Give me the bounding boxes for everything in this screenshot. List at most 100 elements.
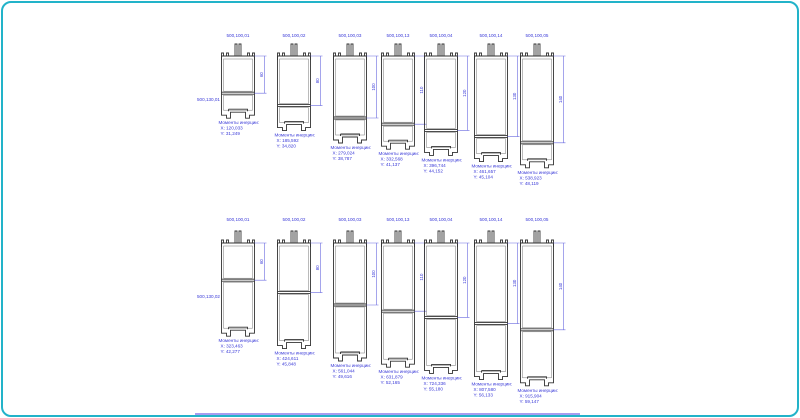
profile-foot-channel (284, 339, 304, 342)
dimension-line (507, 55, 520, 137)
profile-body (277, 242, 311, 350)
inertia-y: Y: 52,165 (381, 380, 401, 385)
profile-body (474, 55, 508, 163)
dimension-line (310, 242, 323, 293)
profile-divider (333, 303, 367, 307)
profile-lower-chamber (426, 132, 456, 148)
profile-stem (394, 43, 402, 56)
profile-divider (474, 322, 508, 326)
inertia-label: Моменты инерции: (219, 120, 260, 125)
profile-body (333, 242, 367, 362)
profile-stem (437, 230, 445, 243)
dimension-value: 130 (512, 92, 517, 100)
profile-code: 500,100,04 (430, 33, 453, 38)
profile-body (424, 55, 458, 156)
profile-lower-chamber (476, 138, 506, 154)
profile-divider (520, 328, 554, 332)
profile-foot-channel (284, 121, 304, 124)
dimension-line (507, 242, 520, 324)
profile-inner-chamber (522, 58, 552, 142)
inertia-y: Y: 38,787 (333, 156, 353, 161)
inertia-x: X: 120,033 (221, 126, 244, 131)
inertia-x: X: 461,657 (474, 169, 497, 174)
profile-code: 500,100,01 (227, 33, 250, 38)
profile-stem (234, 230, 242, 243)
dimension-line (366, 55, 379, 119)
profile-foot-channel (481, 152, 501, 155)
profile-stem (533, 43, 541, 56)
profile-foot-channel (527, 158, 547, 161)
profile-lower-chamber (223, 94, 253, 111)
dimension-value: 80 (315, 265, 320, 270)
base-profile-code: 500,130,01 (197, 97, 220, 102)
dimension-line (553, 55, 566, 144)
inertia-y: Y: 59,147 (520, 399, 540, 404)
profile-foot-channel (527, 376, 547, 379)
inertia-x: X: 279,024 (333, 151, 356, 156)
dimension-line (457, 242, 470, 318)
profile-inner-chamber (426, 58, 456, 129)
inertia-label: Моменты инерции: (379, 369, 420, 374)
profile-inner-chamber (476, 58, 506, 135)
inertia-x: X: 185,592 (277, 138, 300, 143)
inertia-y: Y: 56,133 (474, 393, 494, 398)
profile-body (520, 55, 554, 169)
inertia-x: X: 396,744 (424, 163, 447, 168)
inertia-x: X: 915,904 (520, 393, 543, 398)
profile-stem (487, 230, 495, 243)
inertia-y: Y: 45,104 (474, 175, 494, 180)
profile-lower-chamber (383, 312, 413, 360)
inertia-label: Моменты инерции: (472, 382, 513, 387)
profile-code: 500,100,13 (387, 217, 410, 222)
dimension-line (553, 242, 566, 331)
profile-code: 500,100,14 (480, 33, 503, 38)
profile-stem (346, 43, 354, 56)
inertia-x: X: 807,580 (474, 387, 497, 392)
profile-body (333, 55, 367, 144)
inertia-label: Моменты инерции: (379, 151, 420, 156)
profile-code: 500,100,05 (526, 33, 549, 38)
profile-divider (381, 309, 415, 313)
profile-inner-chamber (223, 245, 253, 279)
dimension-value: 110 (419, 273, 424, 281)
profile-stem (437, 43, 445, 56)
inertia-x: X: 424,611 (277, 356, 299, 361)
inertia-label: Моменты инерции: (422, 375, 463, 380)
inertia-label: Моменты инерции: (472, 164, 513, 169)
inertia-label: Моменты инерции: (518, 170, 559, 175)
profile-lower-chamber (383, 125, 413, 142)
profile-body (381, 55, 415, 150)
profile-divider (381, 122, 415, 126)
profile-lower-chamber (476, 325, 506, 372)
profile-stem (487, 43, 495, 56)
inertia-label: Моменты инерции: (219, 338, 260, 343)
bottom-rule (195, 413, 580, 415)
profile-inner-chamber (279, 58, 309, 104)
dimension-value: 100 (371, 270, 376, 278)
profile-foot-channel (388, 357, 408, 361)
inertia-x: X: 323,463 (221, 344, 244, 349)
profile-code: 500,100,14 (480, 217, 503, 222)
profile-divider (474, 135, 508, 139)
profile-lower-chamber (522, 144, 552, 161)
profile-inner-chamber (383, 245, 413, 310)
dimension-value: 120 (462, 89, 467, 97)
profile-stem (234, 43, 242, 56)
profile-divider (277, 291, 311, 295)
base-profile-code: 500,130,02 (197, 294, 220, 299)
inertia-y: Y: 49,616 (333, 374, 353, 379)
profile-foot-channel (228, 108, 248, 112)
dimension-line (254, 55, 267, 94)
inertia-y: Y: 48,119 (520, 181, 540, 186)
inertia-label: Моменты инерции: (275, 133, 316, 138)
profile-foot-channel (431, 145, 451, 149)
